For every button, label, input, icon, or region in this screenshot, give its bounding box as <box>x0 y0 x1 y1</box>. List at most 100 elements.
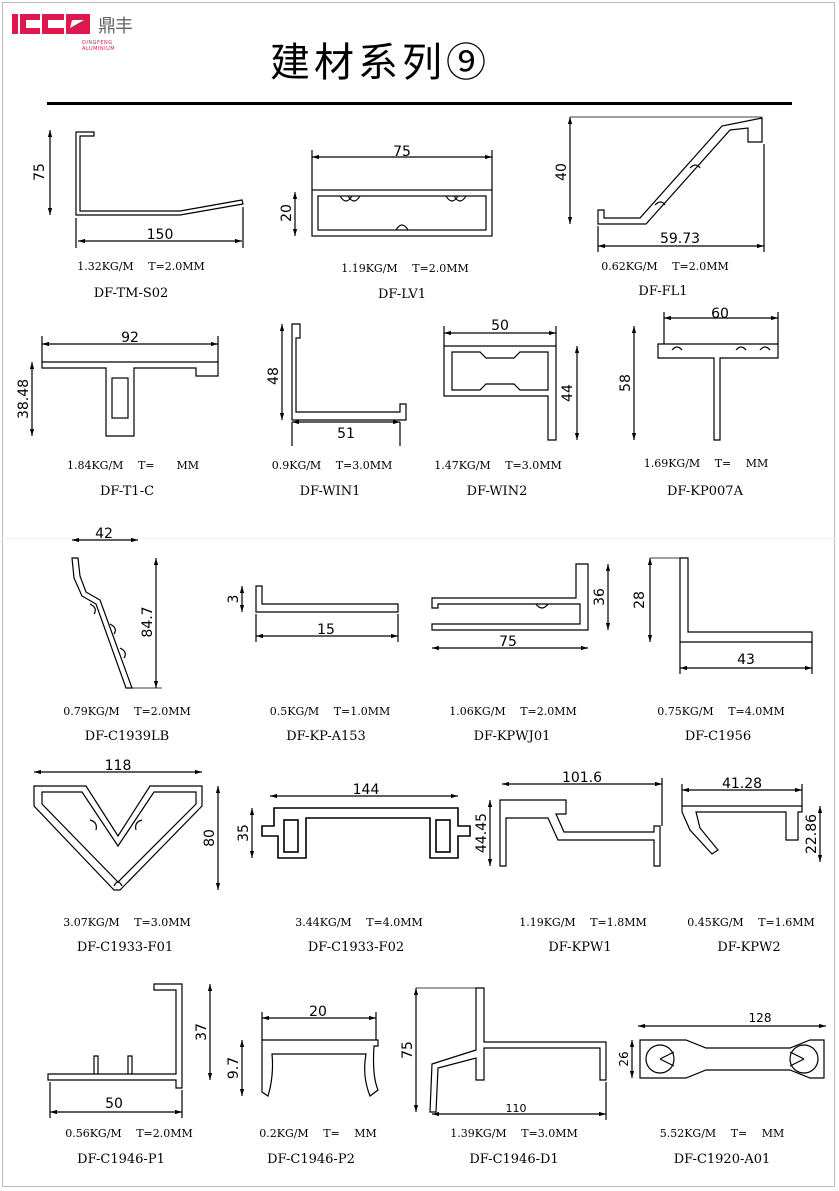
dim-label: 128 <box>749 1011 772 1025</box>
profile-df-c1946-p2-drawing <box>239 1012 379 1097</box>
dim-label: 37 <box>194 1023 210 1041</box>
profile-df-tm-s02-drawing <box>47 130 244 248</box>
company-logo: 鼎丰 DINGFENG ALUMINIUM <box>12 8 133 52</box>
dim-label: 60 <box>711 306 729 322</box>
logo-text: 鼎丰 <box>98 16 133 37</box>
profile-spec: 1.32KG/M T=2.0MM <box>77 260 205 273</box>
profile-df-c1946-d1-drawing <box>413 987 607 1120</box>
profile-code: DF-WIN2 <box>466 484 528 499</box>
profile-df-c1956-drawing <box>647 557 813 674</box>
profile-spec: 0.79KG/M T=2.0MM <box>63 705 191 718</box>
profile-spec: 3.07KG/M T=3.0MM <box>63 916 191 929</box>
profile-code: DF-C1933-F02 <box>307 940 405 955</box>
profile-df-c1946-p1-drawing <box>47 983 213 1118</box>
profile-spec: 0.2KG/M T= MM <box>259 1127 377 1140</box>
profile-df-c1933-f01-drawing <box>33 769 221 891</box>
profile-code: DF-KPW2 <box>717 940 781 955</box>
dim-label: 75 <box>400 1041 416 1059</box>
dim-label: 44 <box>560 384 576 402</box>
dim-label: 26 <box>617 1051 631 1066</box>
profile-code: DF-LV1 <box>377 287 427 302</box>
dim-label: 80 <box>202 829 218 847</box>
profile-spec: 0.75KG/M T=4.0MM <box>657 705 785 718</box>
dim-label: 28 <box>632 591 648 609</box>
dim-label: 84.7 <box>140 606 156 637</box>
section-divider <box>0 538 839 539</box>
dim-label: 75 <box>393 144 411 160</box>
dim-label: 75 <box>499 634 517 650</box>
dim-label: 51 <box>337 426 355 442</box>
profile-df-c1933-f02-drawing <box>249 793 471 859</box>
dim-label: 48 <box>266 367 282 385</box>
dim-label: 3 <box>226 595 242 604</box>
profile-spec: 3.44KG/M T=4.0MM <box>295 916 423 929</box>
profile-spec: 0.5KG/M T=1.0MM <box>269 705 391 718</box>
profile-spec: 1.39KG/M T=3.0MM <box>450 1127 578 1140</box>
dim-label: 144 <box>353 782 380 798</box>
dim-label: 101.6 <box>562 770 602 786</box>
title-rule <box>47 102 792 105</box>
profile-code: DF-KPWJ01 <box>473 729 551 744</box>
profile-code: DF-KPW1 <box>548 940 612 955</box>
dim-label: 9.7 <box>226 1057 242 1079</box>
dim-label: 118 <box>105 758 132 774</box>
profile-df-lv1-drawing <box>292 150 493 237</box>
profile-spec: 0.62KG/M T=2.0MM <box>601 260 729 273</box>
profile-code: DF-T1-C <box>99 484 155 499</box>
profile-code: DF-KP007A <box>667 484 743 499</box>
profile-code: DF-C1956 <box>684 729 752 744</box>
profile-code: DF-WIN1 <box>299 484 361 499</box>
logo-mark-icon <box>12 14 90 34</box>
profile-spec: 1.19KG/M T=2.0MM <box>341 262 469 275</box>
profile-df-t1-c-drawing <box>29 336 219 437</box>
profile-spec: 0.9KG/M T=3.0MM <box>271 459 393 472</box>
dim-label: 38.48 <box>16 379 32 419</box>
profile-code: DF-TM-S02 <box>93 286 169 301</box>
dim-label: 15 <box>317 622 335 638</box>
dim-label: 58 <box>618 374 634 392</box>
dim-label: 40 <box>554 163 570 181</box>
dim-label: 150 <box>147 227 174 243</box>
profile-df-kp007a-drawing <box>631 312 779 441</box>
profile-code: DF-C1946-D1 <box>469 1152 559 1167</box>
dim-label: 35 <box>236 824 252 842</box>
profile-df-win1-drawing <box>279 323 407 446</box>
profile-code: DF-FL1 <box>638 284 688 299</box>
profile-spec: 1.06KG/M T=2.0MM <box>449 705 577 718</box>
dim-label: 50 <box>105 1096 123 1112</box>
dim-label: 59.73 <box>660 231 700 247</box>
profile-code: DF-KP-A153 <box>286 729 366 744</box>
profile-spec: 1.47KG/M T=3.0MM <box>434 459 562 472</box>
dim-label: 43 <box>737 652 755 668</box>
profile-spec: 1.69KG/M T= MM <box>643 457 769 470</box>
profile-df-fl1-drawing <box>567 116 765 252</box>
dim-label: 22.86 <box>804 814 820 854</box>
dim-label: 36 <box>592 588 608 606</box>
profile-spec: 1.84KG/M T= MM <box>66 459 200 472</box>
profile-code: DF-C1920-A01 <box>673 1152 771 1167</box>
profile-df-kpw1-drawing <box>487 778 663 867</box>
dim-label: 50 <box>491 318 509 334</box>
logo-subtext: DINGFENG ALUMINIUM <box>82 40 116 52</box>
profile-code: DF-C1946-P1 <box>77 1152 165 1167</box>
dim-label: 42 <box>95 526 113 542</box>
profile-df-c1920-a01-drawing <box>629 1023 826 1079</box>
dim-label: 44.45 <box>474 813 490 853</box>
profile-code: DF-C1946-P2 <box>267 1152 355 1167</box>
profile-df-kpwj01-drawing <box>431 563 611 651</box>
profile-spec: 0.56KG/M T=2.0MM <box>65 1127 193 1140</box>
profile-spec: 1.19KG/M T=1.8MM <box>519 916 647 929</box>
page-title: 建材系列⑨ <box>270 40 490 86</box>
profile-df-c1939lb-drawing <box>71 537 162 689</box>
dim-label: 75 <box>32 163 48 181</box>
dim-label: 92 <box>121 330 139 346</box>
dim-label: 110 <box>506 1102 527 1115</box>
profile-df-kpw2-drawing <box>681 784 823 862</box>
profile-spec: 0.45KG/M T=1.6MM <box>687 916 815 929</box>
profile-code: DF-C1939LB <box>84 729 170 744</box>
dim-label: 41.28 <box>722 776 762 792</box>
profile-df-kp-a153-drawing <box>239 585 399 642</box>
dim-label: 20 <box>309 1004 327 1020</box>
dim-label: 20 <box>279 204 295 222</box>
